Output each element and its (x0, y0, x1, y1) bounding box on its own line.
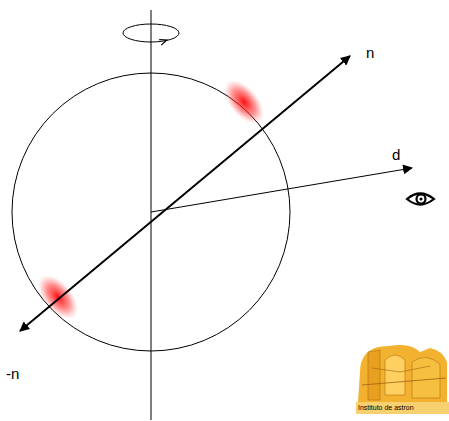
axis-label: d (392, 147, 400, 162)
rotation-axis (151, 10, 152, 420)
logo-text: Instituto de astron (358, 404, 414, 411)
rotation-symbol (123, 24, 179, 42)
eye-symbol (407, 194, 434, 205)
spot (217, 73, 272, 131)
rotation-arrowhead (159, 37, 168, 45)
institute-logo (356, 345, 449, 414)
spot (31, 268, 86, 326)
axis-label: -n (6, 366, 19, 381)
direction-vector (151, 168, 412, 212)
normal-vector (20, 56, 350, 331)
axis-label: n (366, 45, 374, 60)
